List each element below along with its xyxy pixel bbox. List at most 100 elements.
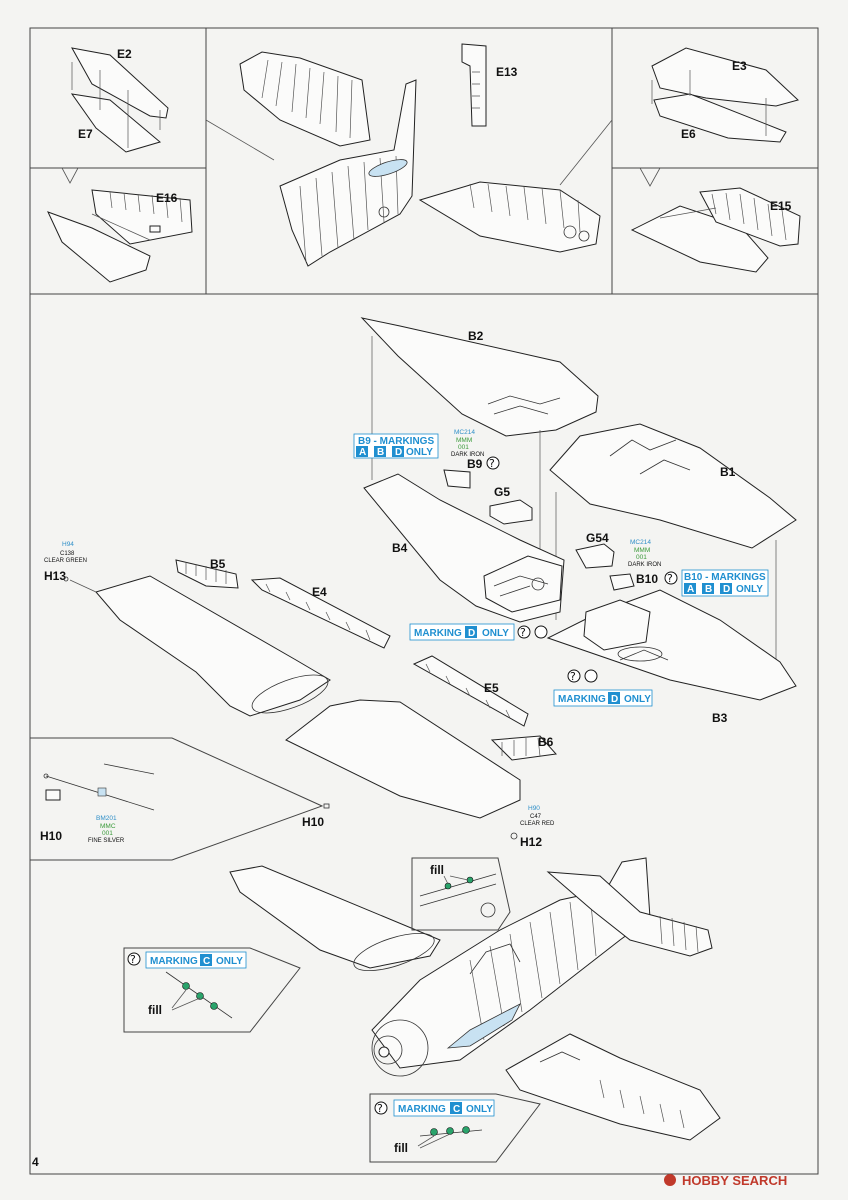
svg-text:B9 - MARKINGS: B9 - MARKINGS (358, 436, 434, 447)
svg-text:CLEAR GREEN: CLEAR GREEN (44, 558, 87, 564)
part-label-e16: E16 (156, 191, 178, 205)
part-label-h12: H12 (520, 835, 542, 849)
part-label-b1: B1 (720, 465, 736, 479)
svg-text:?: ? (489, 457, 495, 470)
svg-text:CLEAR RED: CLEAR RED (520, 821, 555, 827)
small-parts-wing: G5 G54 B9 ? B10 ? (443, 456, 678, 591)
h10-callout-inset: H10 BM201 MMC 001 FINE SILVER (29, 737, 324, 861)
svg-text:?: ? (130, 953, 136, 966)
marking-d-note-2: ? MARKING D ONLY (553, 669, 653, 707)
part-label-e6: E6 (681, 127, 696, 141)
main-frame (29, 293, 819, 1175)
svg-text:MARKING: MARKING (558, 694, 606, 705)
svg-text:MMM: MMM (634, 547, 650, 554)
part-label-e13: E13 (496, 65, 518, 79)
svg-text:MARKING: MARKING (414, 628, 462, 639)
part-label-h10-inset: H10 (40, 829, 62, 843)
part-label-e3: E3 (732, 59, 747, 73)
watermark: HOBBY SEARCH (664, 1173, 787, 1188)
svg-text:DARK IRON: DARK IRON (628, 562, 661, 568)
b10-help-icon: ? (664, 571, 678, 585)
paint-callout-b10: MC214 MMM 001 DARK IRON (628, 539, 661, 568)
part-label-b10: B10 (636, 572, 658, 586)
elevator-right-assembly: E3 E6 (651, 47, 799, 143)
svg-text:A: A (359, 447, 366, 458)
b9-help-icon: ? (486, 456, 500, 470)
svg-text:B: B (705, 584, 712, 595)
part-label-h10-main: H10 (302, 815, 324, 829)
svg-text:FINE SILVER: FINE SILVER (88, 838, 125, 844)
svg-text:DARK IRON: DARK IRON (451, 452, 484, 458)
marking-d-note-1: MARKING D ONLY ? (409, 623, 548, 641)
svg-text:MARKING: MARKING (150, 956, 198, 967)
part-label-e2: E2 (117, 47, 132, 61)
outer-wing-left: B5 E4 H13 H94 C138 CLEAR GREEN (44, 541, 391, 717)
part-label-b5: B5 (210, 557, 226, 571)
part-label-e4: E4 (312, 585, 327, 599)
b10-markings-note: B10 - MARKINGS A B D ONLY (681, 569, 769, 597)
svg-text:D: D (611, 694, 618, 705)
fill-label-tail: fill (430, 863, 444, 877)
fill-label-bottom: fill (394, 1141, 408, 1155)
svg-text:ONLY: ONLY (406, 447, 433, 458)
svg-text:?: ? (667, 572, 673, 585)
svg-text:C: C (203, 956, 210, 967)
wing-part-b2: B2 (360, 317, 599, 560)
part-label-g54: G54 (586, 531, 609, 545)
wing-part-b4: B4 (363, 473, 565, 623)
svg-text:?: ? (570, 670, 576, 683)
svg-text:?: ? (520, 626, 526, 639)
svg-text:D: D (395, 447, 402, 458)
final-aircraft (229, 857, 721, 1141)
svg-text:ONLY: ONLY (216, 956, 243, 967)
svg-text:ONLY: ONLY (624, 694, 651, 705)
svg-text:ONLY: ONLY (736, 584, 763, 595)
part-label-b6: B6 (538, 735, 554, 749)
page-number: 4 (32, 1155, 39, 1169)
marking-c-note-left: ? MARKING C ONLY fill (123, 947, 301, 1033)
part-label-b4: B4 (392, 541, 408, 555)
svg-text:D: D (468, 628, 475, 639)
svg-text:BM201: BM201 (96, 815, 117, 822)
b9-markings-note: B9 - MARKINGS A B D ONLY (353, 433, 439, 459)
marking-c-note-bottom: ? MARKING C ONLY fill (369, 1093, 541, 1163)
part-label-b2: B2 (468, 329, 484, 343)
outer-wing-right: E5 B6 H10 H12 H90 C47 CLEAR RED (285, 655, 557, 849)
svg-text:001: 001 (102, 830, 113, 837)
part-label-e5: E5 (484, 681, 499, 695)
paint-callout-b9: MC214 MMM 001 DARK IRON (451, 429, 484, 458)
watermark-text: HOBBY SEARCH (682, 1173, 787, 1188)
tail-assembly: E13 (239, 43, 601, 267)
elevator-left-assembly: E2 E7 (70, 47, 169, 153)
stabilizer-left-assembly: E16 (47, 189, 193, 283)
part-label-e7: E7 (78, 127, 93, 141)
part-label-e15: E15 (770, 199, 792, 213)
svg-text:MARKING: MARKING (398, 1104, 446, 1115)
part-label-g5: G5 (494, 485, 510, 499)
svg-text:C47: C47 (530, 814, 542, 820)
svg-text:B: B (377, 447, 384, 458)
svg-text:D: D (723, 584, 730, 595)
fill-label-left: fill (148, 1003, 162, 1017)
svg-text:H90: H90 (528, 805, 540, 812)
svg-text:C: C (453, 1104, 460, 1115)
svg-text:MMM: MMM (456, 437, 472, 444)
part-label-b3: B3 (712, 711, 728, 725)
svg-text:A: A (687, 584, 694, 595)
fill-callout-tail: fill (411, 857, 511, 931)
svg-text:MC214: MC214 (630, 539, 651, 546)
svg-text:ONLY: ONLY (482, 628, 509, 639)
svg-text:?: ? (377, 1102, 383, 1115)
stabilizer-right-assembly: E15 (630, 187, 801, 273)
svg-text:H94: H94 (62, 541, 74, 548)
svg-text:C138: C138 (60, 551, 75, 557)
wing-part-b3: B3 (546, 589, 797, 725)
svg-text:ONLY: ONLY (466, 1104, 493, 1115)
svg-text:MMC: MMC (100, 823, 116, 830)
part-label-h13: H13 (44, 569, 66, 583)
svg-text:B10 - MARKINGS: B10 - MARKINGS (684, 572, 766, 583)
part-label-b9: B9 (467, 457, 483, 471)
svg-text:MC214: MC214 (454, 429, 475, 436)
svg-text:001: 001 (636, 554, 647, 561)
